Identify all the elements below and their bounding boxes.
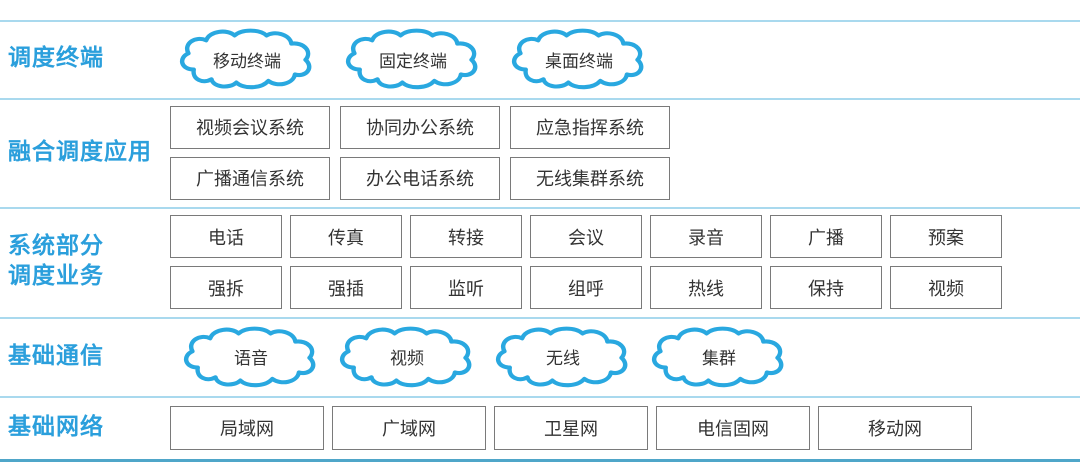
layer-label-line2: 调度业务 (8, 263, 104, 289)
box-node: 电信固网 (656, 405, 810, 450)
cloud-icon (339, 326, 472, 387)
box-label: 广域网 (382, 418, 436, 440)
cloud-label: 移动终端 (213, 51, 281, 72)
services-box-row: 强拆 强插 监听 组呼 热线 保持 视频 (170, 266, 1002, 309)
box-node: 局域网 (170, 405, 324, 450)
cloud-icon (495, 326, 628, 387)
cloud-label: 无线 (546, 349, 580, 369)
box-node: 应急指挥系统 (510, 105, 670, 149)
box-label: 广播 (808, 227, 844, 249)
box-node: 无线集群系统 (510, 156, 670, 200)
layer-label-basic-communication: 基础通信 (8, 342, 104, 369)
layer-label-dispatch-terminal: 调度终端 (8, 45, 104, 72)
apps-box-row: 广播通信系统 办公电话系统 无线集群系统 (170, 156, 670, 200)
row-divider (0, 98, 1080, 100)
box-label: 热线 (688, 278, 724, 300)
cloud-icon (651, 326, 784, 387)
layer-dispatch-services: 系统部分 调度业务 电话 传真 转接 会议 录音 广播 预案 强拆 强插 监听 组呼 热线 保持 视频 (0, 209, 1080, 315)
box-node: 广域网 (332, 405, 486, 450)
cloud-node: 桌面终端 (508, 28, 650, 90)
row-divider (0, 207, 1080, 209)
box-node: 视频 (890, 266, 1002, 309)
box-label: 预案 (928, 227, 964, 249)
cloud-label: 语音 (234, 349, 268, 369)
cloud-label: 桌面终端 (545, 51, 613, 72)
box-label: 移动网 (868, 418, 922, 440)
apps-box-row: 视频会议系统 协同办公系统 应急指挥系统 (170, 105, 670, 149)
cloud-node: 固定终端 (342, 28, 484, 90)
cloud-icon (511, 28, 644, 90)
layer-basic-communication: 基础通信 语音 视频 无线 集群 (0, 319, 1080, 394)
box-node: 传真 (290, 215, 402, 258)
layer-label-dispatch-services: 系统部分 调度业务 (0, 232, 170, 292)
box-label: 卫星网 (544, 418, 598, 440)
box-label: 转接 (448, 227, 484, 249)
box-label: 会议 (568, 227, 604, 249)
cloud-node: 视频 (336, 326, 478, 387)
box-node: 办公电话系统 (340, 156, 500, 200)
cloud-node: 语音 (180, 326, 322, 387)
cloud-label: 集群 (702, 349, 736, 369)
box-node: 监听 (410, 266, 522, 309)
box-label: 保持 (808, 278, 844, 300)
box-label: 协同办公系统 (366, 118, 474, 139)
row-divider (0, 396, 1080, 398)
box-node: 广播通信系统 (170, 156, 330, 200)
bottom-divider (0, 459, 1080, 462)
box-label: 应急指挥系统 (536, 118, 644, 139)
box-node: 会议 (530, 215, 642, 258)
box-label: 电信固网 (697, 418, 769, 440)
terminal-cloud-group: 移动终端 固定终端 桌面终端 (176, 28, 650, 90)
box-label: 组呼 (568, 278, 604, 300)
box-node: 强拆 (170, 266, 282, 309)
cloud-icon (345, 28, 478, 90)
box-label: 无线集群系统 (536, 169, 644, 190)
layer-label-basic-network: 基础网络 (8, 413, 104, 440)
box-node: 卫星网 (494, 405, 648, 450)
row-divider (0, 20, 1080, 22)
comms-cloud-group: 语音 视频 无线 集群 (180, 326, 790, 387)
box-node: 录音 (650, 215, 762, 258)
layer-basic-network: 基础网络 局域网 广域网 卫星网 电信固网 移动网 (0, 398, 1080, 457)
cloud-label: 视频 (390, 349, 424, 369)
box-label: 视频 (928, 278, 964, 300)
box-node: 预案 (890, 215, 1002, 258)
layer-label-line1: 系统部分 (8, 233, 104, 260)
cloud-icon (179, 28, 312, 90)
box-node: 热线 (650, 266, 762, 309)
box-label: 强拆 (208, 278, 244, 300)
networks-box-row: 局域网 广域网 卫星网 电信固网 移动网 (170, 405, 972, 450)
box-node: 视频会议系统 (170, 105, 330, 149)
layer-dispatch-terminal: 调度终端 移动终端 固定终端 桌面终端 (0, 22, 1080, 96)
layer-integrated-dispatch-apps: 融合调度应用 视频会议系统 协同办公系统 应急指挥系统 广播通信系统 办公电话系统 无线… (0, 100, 1080, 205)
services-box-row: 电话 传真 转接 会议 录音 广播 预案 (170, 215, 1002, 258)
box-node: 移动网 (818, 405, 972, 450)
box-node: 电话 (170, 215, 282, 258)
layer-label-integrated-dispatch-apps: 融合调度应用 (8, 138, 152, 165)
box-label: 监听 (448, 278, 484, 300)
cloud-node: 集群 (648, 326, 790, 387)
box-label: 强插 (328, 278, 364, 300)
cloud-node: 无线 (492, 326, 634, 387)
row-divider (0, 317, 1080, 319)
box-node: 广播 (770, 215, 882, 258)
apps-box-grid: 视频会议系统 协同办公系统 应急指挥系统 广播通信系统 办公电话系统 无线集群系统 (170, 105, 670, 200)
cloud-label: 固定终端 (379, 51, 447, 72)
box-node: 保持 (770, 266, 882, 309)
box-label: 电话 (208, 227, 244, 249)
box-node: 协同办公系统 (340, 105, 500, 149)
box-node: 强插 (290, 266, 402, 309)
box-label: 广播通信系统 (196, 169, 304, 190)
box-label: 传真 (328, 227, 364, 249)
cloud-icon (183, 326, 316, 387)
box-label: 局域网 (220, 418, 274, 440)
box-label: 录音 (688, 227, 724, 249)
box-node: 组呼 (530, 266, 642, 309)
box-label: 办公电话系统 (366, 169, 474, 190)
services-box-grid: 电话 传真 转接 会议 录音 广播 预案 强拆 强插 监听 组呼 热线 保持 视频 (170, 215, 1002, 309)
box-label: 视频会议系统 (196, 118, 304, 139)
cloud-node: 移动终端 (176, 28, 318, 90)
box-node: 转接 (410, 215, 522, 258)
